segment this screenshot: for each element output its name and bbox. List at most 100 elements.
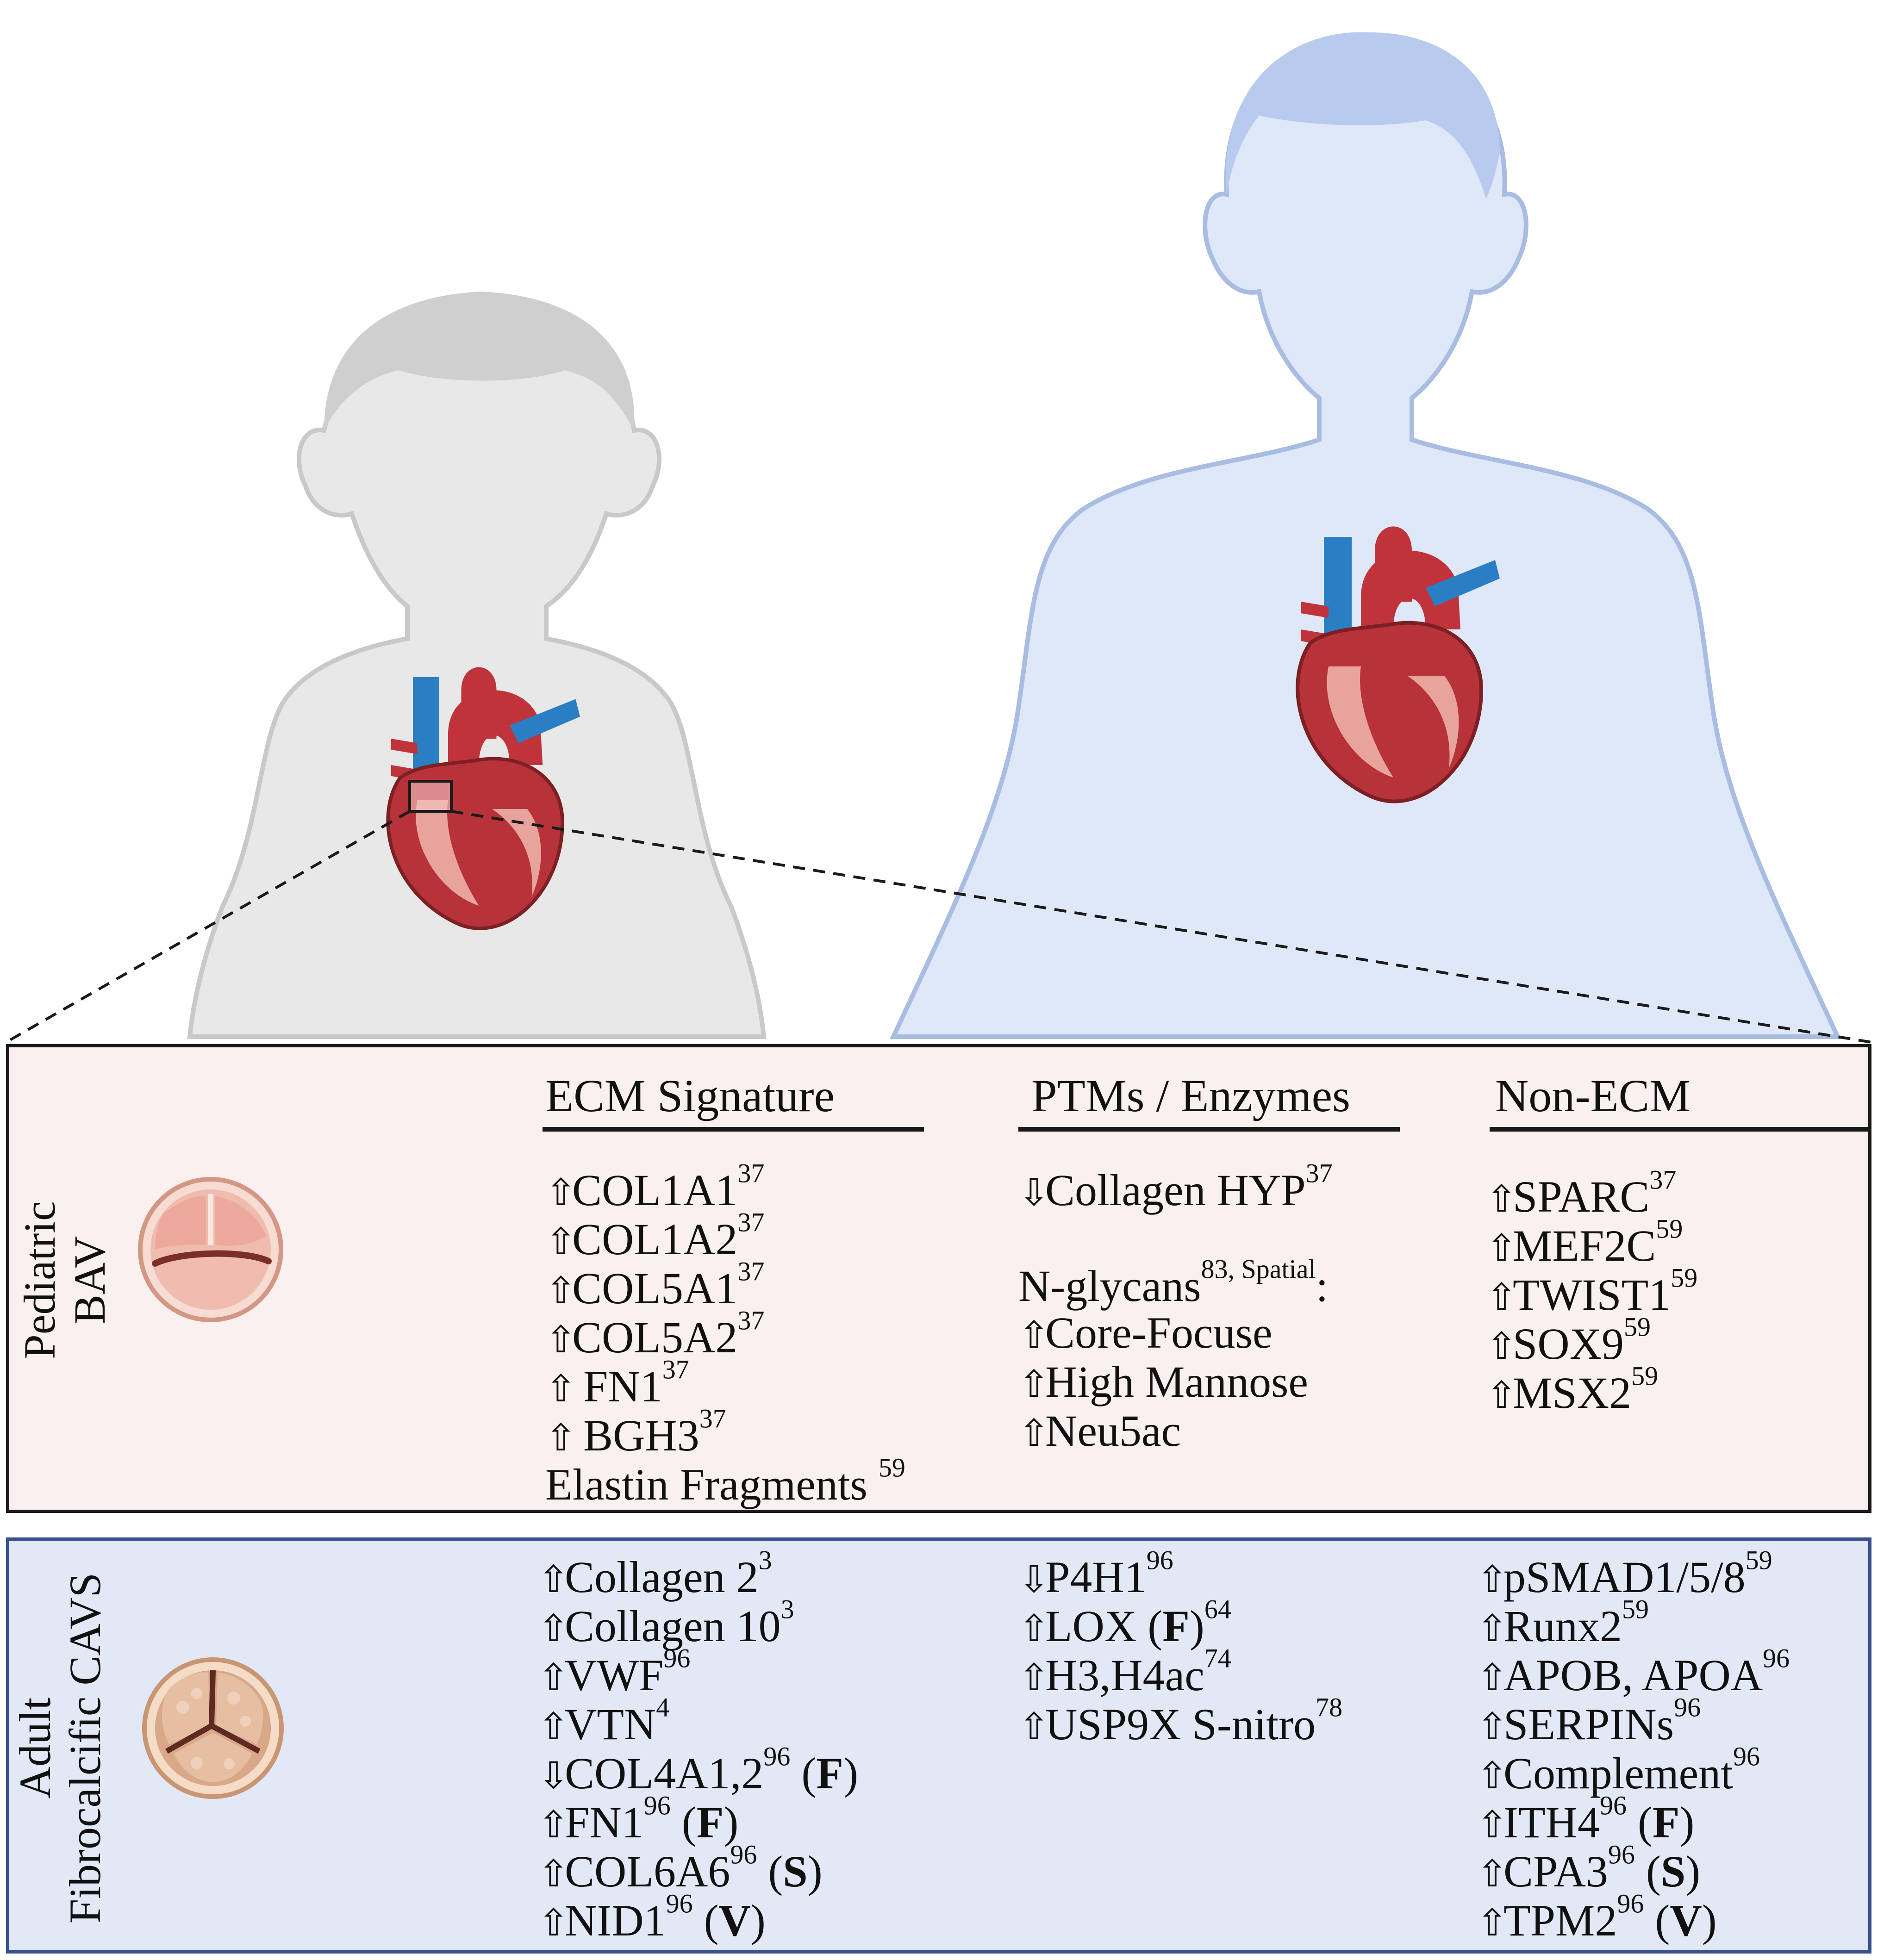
down-arrow-icon: ⇩ — [1018, 1558, 1050, 1601]
reference-number: 96 — [1674, 1692, 1701, 1723]
marker-tag-letter: V — [718, 1896, 751, 1945]
marker-name: FN1 — [565, 1798, 644, 1847]
marker-tag-letter: F — [1162, 1601, 1190, 1651]
marker-name: ITH4 — [1503, 1798, 1600, 1847]
column-rule — [543, 1127, 924, 1132]
marker-tag: (V) — [1644, 1896, 1717, 1945]
marker-item: ⇧Core-Focuse — [1018, 1309, 1333, 1358]
marker-name: TPM2 — [1503, 1896, 1617, 1945]
marker-item: ⇧Collagen 23 — [538, 1547, 858, 1603]
marker-tag: (S) — [1634, 1847, 1701, 1896]
marker-item: ⇧Neu5ac — [1018, 1407, 1333, 1456]
marker-tag-letter: F — [816, 1748, 843, 1798]
marker-suffix: : — [1316, 1261, 1329, 1311]
up-arrow-icon: ⇧ — [1486, 1177, 1517, 1220]
marker-item: ⇧NID196 (V) — [538, 1890, 858, 1946]
row-label-line: Fibrocalcific CAVS — [60, 1572, 110, 1924]
up-arrow-icon: ⇧ — [1477, 1852, 1508, 1895]
up-arrow-icon: ⇧ — [1477, 1558, 1508, 1601]
pediatric-row-label: Pediatric BAV — [15, 1058, 115, 1502]
reference-number: 37 — [699, 1403, 726, 1434]
marker-name: pSMAD1/5/8 — [1503, 1552, 1746, 1602]
marker-item: ⇧Complement96 — [1477, 1743, 1790, 1799]
marker-name: TWIST1 — [1513, 1270, 1671, 1319]
marker-item: ⇧ BGH337 — [545, 1405, 905, 1461]
marker-item: ⇧ FN137 — [545, 1356, 905, 1412]
up-arrow-icon: ⇧ — [538, 1656, 569, 1699]
marker-name: SPARC — [1513, 1172, 1650, 1221]
marker-item: ⇧SERPINs96 — [1477, 1694, 1790, 1750]
marker-name: P4H1 — [1045, 1552, 1147, 1602]
marker-name: MSX2 — [1513, 1368, 1632, 1418]
marker-name: Core-Focuse — [1045, 1308, 1272, 1357]
up-arrow-icon: ⇧ — [545, 1367, 577, 1410]
marker-name: COL1A1 — [572, 1165, 738, 1215]
reference-number: 59 — [1622, 1594, 1649, 1624]
up-arrow-icon: ⇧ — [545, 1220, 577, 1263]
reference-number: 96 — [666, 1888, 693, 1919]
marker-tag: (F) — [1626, 1798, 1695, 1847]
marker-tag: (F) — [670, 1798, 739, 1847]
adult-row-label: Adult Fibrocalcific CAVS — [10, 1540, 110, 1956]
reference-number: 96 — [643, 1790, 671, 1821]
marker-name: Runx2 — [1503, 1601, 1622, 1651]
up-arrow-icon: ⇧ — [538, 1803, 569, 1846]
marker-item: ⇧SPARC37 — [1486, 1166, 1697, 1222]
marker-tag-letter: F — [696, 1798, 724, 1847]
marker-item: ⇩COL4A1,296 (F) — [538, 1743, 858, 1799]
reference-number: 96 — [663, 1643, 691, 1674]
reference-number: 96 — [1733, 1741, 1760, 1772]
adult-ecm-list: ⇧Collagen 23⇧Collagen 103⇧VWF96⇧VTN4⇩COL… — [538, 1547, 858, 1946]
bicuspid-valve-icon — [138, 1177, 283, 1322]
marker-name: SOX9 — [1513, 1319, 1624, 1369]
marker-name: COL1A2 — [572, 1214, 738, 1264]
marker-item: ⇧USP9X S-nitro78 — [1018, 1694, 1342, 1750]
marker-tag-letter: S — [783, 1847, 808, 1896]
up-arrow-icon: ⇧ — [1477, 1901, 1508, 1944]
marker-item: ⇧MSX259 — [1486, 1363, 1697, 1419]
row-label-line: BAV — [65, 1236, 114, 1325]
column-header-non-ecm: Non-ECM — [1495, 1070, 1691, 1121]
pediatric-non-ecm-list: ⇧SPARC37⇧MEF2C59⇧TWIST159⇧SOX959⇧MSX259 — [1486, 1166, 1698, 1419]
up-arrow-icon: ⇧ — [1018, 1705, 1050, 1748]
down-arrow-icon: ⇩ — [1018, 1171, 1050, 1214]
adult-figure-icon — [890, 32, 1841, 1039]
column-rule — [1018, 1127, 1400, 1132]
marker-name: VWF — [565, 1650, 664, 1700]
marker-item: Elastin Fragments 59 — [545, 1454, 905, 1508]
reference-number: 96 — [1608, 1839, 1635, 1870]
reference-number: 3 — [780, 1594, 794, 1624]
marker-name: FN1 — [572, 1362, 662, 1411]
adult-non-ecm-list: ⇧pSMAD1/5/859⇧Runx259⇧APOB, APOA96⇧SERPI… — [1477, 1547, 1790, 1946]
adult-panel: Adult Fibrocalcific CAVS ⇧Collagen 23⇧Co… — [6, 1537, 1871, 1954]
marker-name: N-glycans — [1018, 1261, 1201, 1311]
child-figure-icon — [187, 292, 767, 1039]
reference-number: 59 — [1745, 1545, 1772, 1575]
reference-number: 59 — [1671, 1263, 1698, 1293]
marker-name: NID1 — [565, 1896, 666, 1945]
row-label-line: Pediatric — [15, 1201, 64, 1359]
reference-number: 37 — [1649, 1164, 1677, 1195]
reference-number: 96 — [763, 1741, 791, 1772]
marker-name: MEF2C — [1513, 1221, 1656, 1270]
adult-ptm-list: ⇩P4H196⇧LOX (F)64⇧H3,H4ac74⇧USP9X S-nitr… — [1018, 1547, 1342, 1750]
up-arrow-icon: ⇧ — [538, 1901, 569, 1944]
marker-name: USP9X S-nitro — [1045, 1699, 1316, 1749]
marker-tag: (F) — [1148, 1601, 1204, 1651]
pediatric-panel: Pediatric BAV ECM Signature PTMs / Enzym… — [6, 1044, 1871, 1513]
column-header-ecm: ECM Signature — [545, 1070, 835, 1121]
marker-item: ⇧ITH496 (F) — [1477, 1792, 1790, 1848]
up-arrow-icon: ⇧ — [545, 1416, 577, 1459]
up-arrow-icon: ⇧ — [538, 1558, 569, 1601]
marker-name: Collagen 2 — [565, 1552, 759, 1602]
up-arrow-icon: ⇧ — [1477, 1705, 1508, 1748]
column-rule — [1490, 1127, 1871, 1132]
reference-number: 37 — [1305, 1158, 1333, 1188]
marker-name: High Mannose — [1045, 1357, 1308, 1406]
marker-name: Complement — [1503, 1748, 1733, 1798]
reference-number: 37 — [737, 1305, 765, 1336]
reference-number: 4 — [656, 1692, 670, 1723]
marker-item: ⇧pSMAD1/5/859 — [1477, 1547, 1790, 1603]
marker-tag: (S) — [757, 1847, 823, 1896]
